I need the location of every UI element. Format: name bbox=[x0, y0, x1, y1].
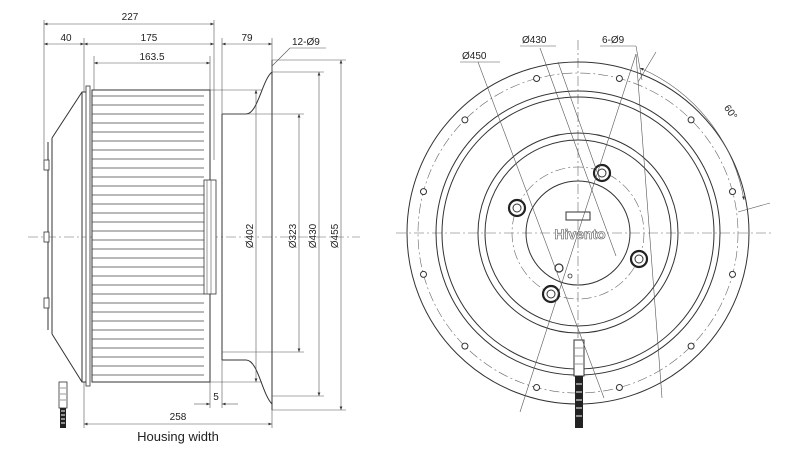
side-view: 227 40 175 163.5 79 12-Ø9 Ø402 Ø323 bbox=[28, 12, 360, 444]
mounting-hole bbox=[533, 384, 541, 391]
dim-dia-402: Ø402 bbox=[245, 223, 256, 248]
dim-housing-width: 258 bbox=[170, 412, 187, 423]
mounting-hole bbox=[461, 342, 469, 350]
housing-width-caption: Housing width bbox=[137, 429, 219, 444]
side-top-dimensions: 227 40 175 163.5 79 12-Ø9 bbox=[43, 12, 326, 160]
shaft-marking bbox=[565, 211, 591, 221]
mounting-hole bbox=[420, 270, 427, 278]
motor-flange bbox=[43, 91, 86, 383]
angle-dimension: 60° bbox=[637, 51, 771, 213]
dim-gap: 5 bbox=[213, 392, 219, 403]
hub-bolt-2 bbox=[507, 198, 527, 218]
dim-front-dia-430: Ø430 bbox=[522, 35, 547, 46]
shroud-ring-inner bbox=[484, 139, 672, 327]
mounting-hole bbox=[420, 188, 427, 196]
front-view: Hivento Ø450 Ø430 bbox=[396, 35, 772, 430]
motor-bolt-circle bbox=[511, 166, 645, 300]
front-cable-gland bbox=[573, 339, 585, 428]
side-bottom-dimensions: 5 258 Housing width bbox=[83, 360, 273, 444]
dim-angle: 60° bbox=[721, 103, 739, 122]
dim-inlet-depth: 79 bbox=[241, 33, 253, 44]
dim-dia-455: Ø455 bbox=[330, 223, 341, 248]
dim-flange-offset: 40 bbox=[60, 33, 72, 44]
shroud-ring-outer bbox=[477, 132, 679, 334]
mounting-hole bbox=[687, 116, 695, 124]
mounting-hole bbox=[461, 116, 469, 124]
dim-wheel-width: 175 bbox=[141, 33, 158, 44]
mounting-hole bbox=[687, 342, 695, 350]
dim-dia-430: Ø430 bbox=[308, 223, 319, 248]
bolt-circle bbox=[417, 72, 739, 394]
motor-hub bbox=[525, 180, 631, 286]
impeller-blades bbox=[85, 85, 217, 387]
mounting-hole bbox=[729, 188, 736, 196]
dim-blade-width: 163.5 bbox=[139, 52, 164, 63]
mounting-hole bbox=[615, 75, 623, 82]
side-cable-gland bbox=[58, 381, 68, 428]
dim-front-dia-450: Ø450 bbox=[462, 51, 487, 62]
dim-overall-width: 227 bbox=[122, 12, 139, 23]
hub-bolt-1 bbox=[592, 163, 612, 183]
hivento-logo: Hivento bbox=[554, 226, 606, 243]
mounting-hole bbox=[615, 384, 623, 391]
small-hole bbox=[567, 273, 573, 279]
dim-hole-callout: 12-Ø9 bbox=[292, 37, 320, 48]
side-diameter-dimensions: Ø402 Ø323 Ø430 Ø455 bbox=[210, 59, 346, 411]
svg-text:Hivento: Hivento bbox=[554, 226, 605, 242]
dim-dia-323: Ø323 bbox=[288, 223, 299, 248]
mounting-hole bbox=[533, 75, 541, 82]
hub-bolt-3 bbox=[629, 249, 649, 269]
dim-front-hole-callout: 6-Ø9 bbox=[602, 35, 625, 46]
hub-bolt-4 bbox=[541, 284, 561, 304]
mounting-hole bbox=[729, 270, 736, 278]
